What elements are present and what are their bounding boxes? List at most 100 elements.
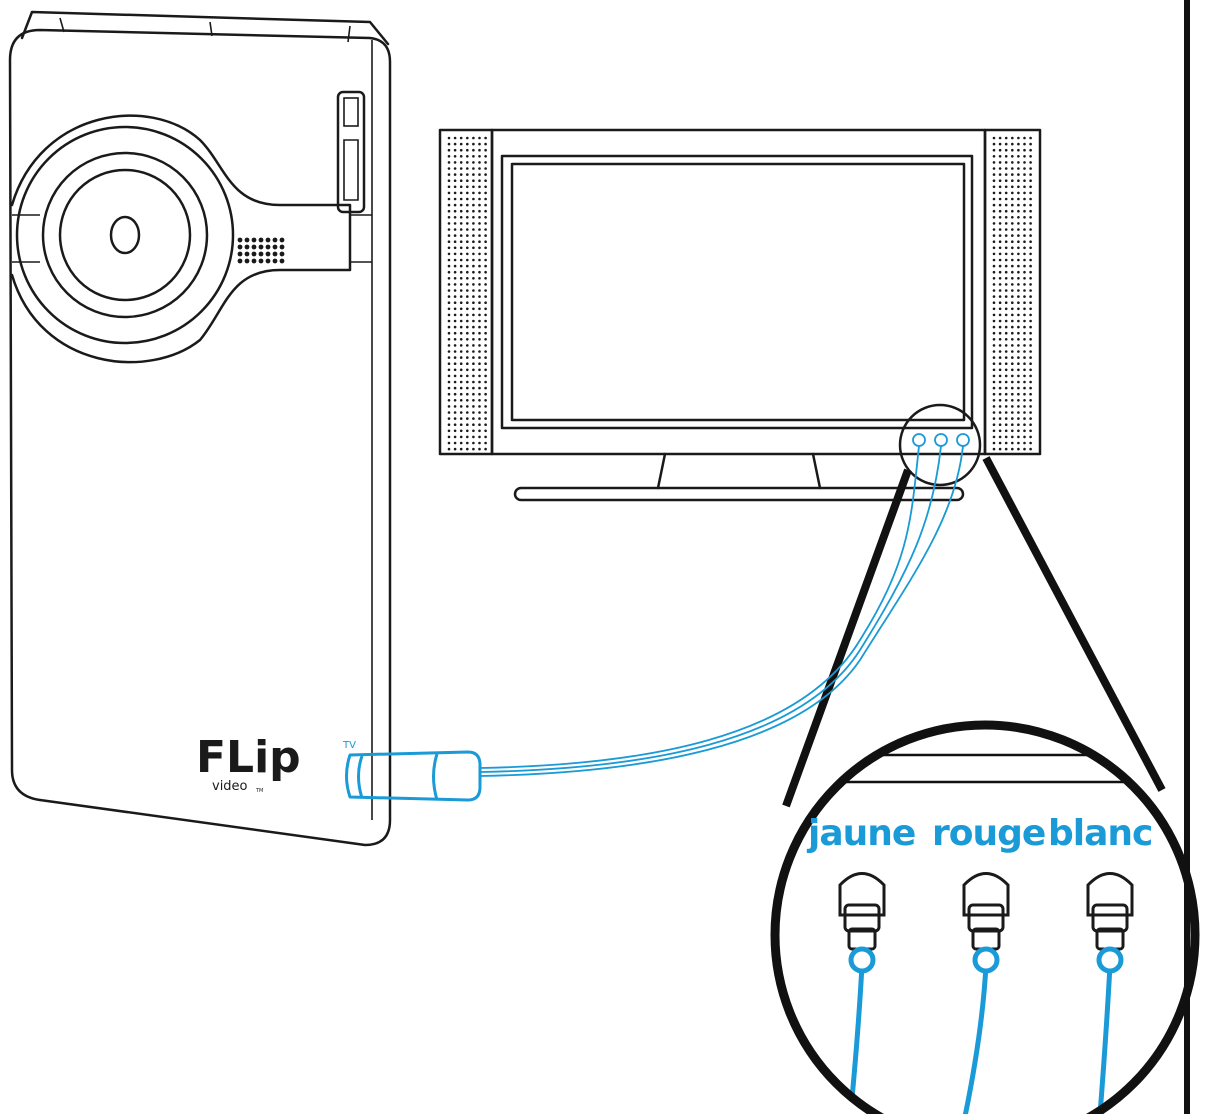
speaker-hole bbox=[459, 197, 463, 201]
speaker-hole bbox=[1017, 173, 1020, 176]
speaker-hole bbox=[1011, 136, 1014, 140]
speaker-hole bbox=[1023, 142, 1026, 146]
speaker-hole bbox=[484, 222, 487, 225]
speaker-hole bbox=[1023, 356, 1026, 359]
speaker-hole bbox=[484, 234, 487, 237]
jack-collar bbox=[967, 903, 1005, 933]
speaker-hole bbox=[484, 209, 487, 213]
plug-seam-2 bbox=[432, 753, 439, 801]
speaker-hole bbox=[447, 338, 451, 341]
speaker-hole bbox=[466, 301, 469, 305]
speaker-hole bbox=[466, 222, 469, 225]
speaker-hole bbox=[447, 307, 451, 311]
speaker-hole bbox=[992, 350, 996, 353]
camcorder-icon: FLip video TM bbox=[8, 10, 392, 847]
speaker-hole bbox=[998, 142, 1002, 146]
right-speaker-grille bbox=[992, 136, 1032, 451]
speaker-hole bbox=[466, 405, 469, 408]
mic-hole bbox=[244, 244, 250, 250]
speaker-hole bbox=[1011, 216, 1014, 219]
speaker-hole bbox=[453, 338, 457, 341]
speaker-hole bbox=[472, 441, 475, 445]
speaker-hole bbox=[998, 447, 1002, 451]
mic-hole bbox=[279, 237, 285, 243]
speaker-hole bbox=[472, 301, 475, 305]
speaker-hole bbox=[992, 313, 996, 317]
speaker-hole bbox=[478, 136, 481, 140]
speaker-hole bbox=[478, 270, 481, 274]
speaker-hole bbox=[472, 423, 475, 427]
speaker-hole bbox=[1004, 368, 1008, 372]
speaker-hole bbox=[453, 258, 457, 262]
speaker-hole bbox=[998, 319, 1002, 323]
speaker-hole bbox=[484, 374, 487, 378]
speaker-hole bbox=[1004, 167, 1008, 170]
speaker-hole bbox=[998, 136, 1002, 140]
speaker-hole bbox=[992, 380, 996, 384]
speaker-hole bbox=[472, 417, 475, 420]
camera-body bbox=[8, 28, 392, 847]
speaker-hole bbox=[466, 417, 469, 420]
speaker-hole bbox=[478, 331, 481, 335]
speaker-hole bbox=[1011, 234, 1014, 237]
speaker-hole bbox=[1004, 252, 1008, 256]
speaker-hole bbox=[1004, 325, 1008, 329]
speaker-hole bbox=[992, 307, 996, 311]
speaker-hole bbox=[466, 283, 469, 286]
speaker-hole bbox=[1023, 392, 1026, 396]
speaker-hole bbox=[1011, 185, 1014, 189]
speaker-hole bbox=[992, 344, 996, 347]
speaker-hole bbox=[992, 423, 996, 427]
speaker-hole bbox=[998, 417, 1002, 420]
rca-jacks bbox=[838, 872, 1134, 974]
speaker-hole bbox=[1011, 411, 1014, 414]
speaker-hole bbox=[1011, 350, 1014, 353]
speaker-hole bbox=[1029, 350, 1032, 353]
speaker-hole bbox=[998, 405, 1002, 408]
speaker-hole bbox=[1023, 411, 1026, 414]
cable-strand bbox=[479, 445, 920, 769]
speaker-hole bbox=[1023, 344, 1026, 347]
speaker-hole bbox=[447, 374, 451, 378]
speaker-hole bbox=[1029, 216, 1032, 219]
speaker-hole bbox=[1004, 283, 1008, 286]
zoom-cable-strand bbox=[845, 964, 865, 1114]
speaker-hole bbox=[1023, 148, 1026, 152]
speaker-hole bbox=[484, 246, 487, 250]
speaker-hole bbox=[484, 417, 487, 420]
speaker-hole bbox=[447, 362, 451, 366]
speaker-hole bbox=[447, 252, 451, 256]
speaker-hole bbox=[484, 392, 487, 396]
speaker-hole bbox=[478, 313, 481, 317]
speaker-hole bbox=[466, 216, 469, 219]
speaker-hole bbox=[1011, 197, 1014, 201]
speaker-hole bbox=[1004, 386, 1008, 390]
speaker-hole bbox=[1011, 155, 1014, 158]
speaker-hole bbox=[1029, 136, 1032, 140]
speaker-hole bbox=[484, 258, 487, 262]
speaker-hole bbox=[478, 179, 481, 182]
speaker-hole bbox=[478, 435, 481, 439]
tv-left-speaker bbox=[438, 128, 494, 456]
plug-seam bbox=[357, 755, 364, 799]
speaker-hole bbox=[1004, 289, 1008, 292]
speaker-hole bbox=[447, 313, 451, 317]
speaker-hole bbox=[1023, 289, 1026, 292]
speaker-hole bbox=[459, 331, 463, 335]
speaker-hole bbox=[992, 240, 996, 243]
speaker-hole bbox=[472, 356, 475, 359]
mic-hole bbox=[251, 251, 257, 257]
speaker-hole bbox=[478, 246, 481, 250]
speaker-hole bbox=[466, 203, 469, 207]
speaker-hole bbox=[1011, 362, 1014, 366]
speaker-hole bbox=[466, 307, 469, 311]
speaker-hole bbox=[1017, 191, 1020, 195]
speaker-hole bbox=[1011, 374, 1014, 378]
speaker-hole bbox=[478, 441, 481, 445]
speaker-hole bbox=[1017, 386, 1020, 390]
speaker-hole bbox=[1023, 447, 1026, 451]
speaker-hole bbox=[447, 277, 451, 280]
speaker-hole bbox=[447, 264, 451, 268]
speaker-hole bbox=[453, 216, 457, 219]
speaker-hole bbox=[1004, 148, 1008, 152]
